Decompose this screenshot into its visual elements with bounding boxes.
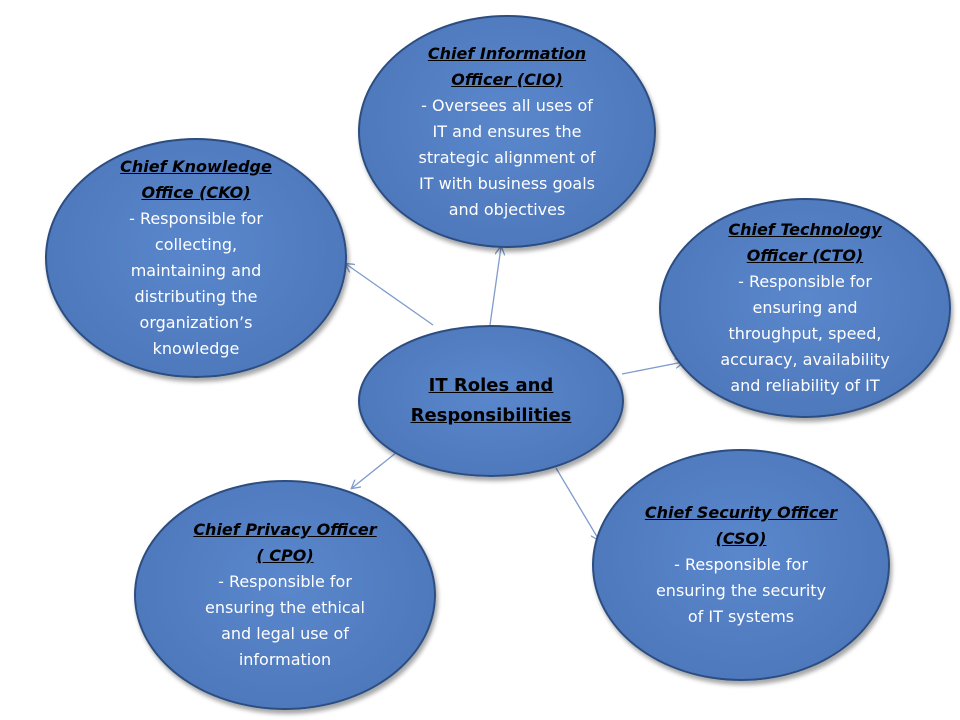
cpo-node: Chief Privacy Officer ( CPO) - Responsib… bbox=[134, 480, 436, 710]
cio-node: Chief Information Officer (CIO) - Overse… bbox=[358, 15, 656, 248]
cio-description: - Oversees all uses of IT and ensures th… bbox=[418, 95, 596, 219]
cso-title-line2: (CSO) bbox=[715, 529, 767, 548]
cso-node: Chief Security Officer (CSO) - Responsib… bbox=[592, 449, 890, 681]
cpo-title-line1: Chief Privacy Officer bbox=[193, 520, 377, 539]
cpo-title-line2: ( CPO) bbox=[256, 546, 314, 565]
cto-description: - Responsible for ensuring and throughpu… bbox=[720, 272, 890, 395]
connector-to-cio bbox=[489, 247, 501, 326]
connector-to-cto bbox=[621, 362, 683, 375]
cto-node: Chief Technology Officer (CTO) - Respons… bbox=[659, 198, 951, 418]
connector-to-cpo bbox=[352, 451, 398, 488]
cso-title-line1: Chief Security Officer bbox=[644, 503, 838, 522]
center-title: IT Roles and Responsibilities bbox=[410, 375, 572, 426]
connector-to-cso bbox=[555, 467, 599, 540]
cso-description: - Responsible for ensuring the security … bbox=[655, 555, 827, 626]
center-node: IT Roles and Responsibilities bbox=[358, 325, 624, 477]
cko-title-line1: Chief Knowledge bbox=[120, 157, 272, 176]
cko-node: Chief Knowledge Office (CKO) - Responsib… bbox=[45, 138, 347, 378]
connector-to-cko bbox=[346, 264, 434, 326]
cto-title-line1: Chief Technology bbox=[728, 220, 882, 239]
cio-title-line1: Chief Information bbox=[427, 43, 587, 63]
cko-title-line2: Office (CKO) bbox=[141, 183, 251, 202]
cto-title-line2: Officer (CTO) bbox=[746, 246, 864, 265]
cio-title-line2: Officer (CIO) bbox=[451, 69, 563, 89]
cko-description: - Responsible for collecting, maintainin… bbox=[129, 209, 263, 358]
cpo-description: - Responsible for ensuring the ethical a… bbox=[205, 572, 365, 669]
